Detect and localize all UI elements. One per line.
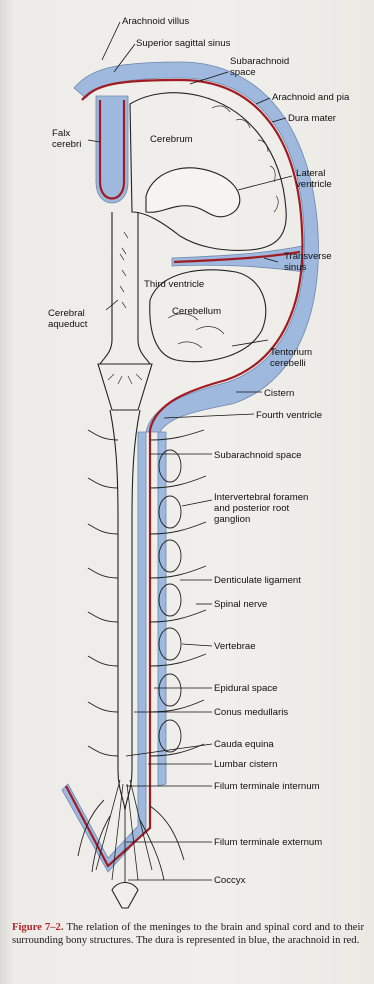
label-conus-medullaris: Conus medullaris — [214, 707, 288, 718]
label-lumbar-cistern: Lumbar cistern — [214, 759, 277, 770]
label-superior-sagittal-sinus: Superior sagittal sinus — [136, 38, 231, 49]
label-arachnoid-and-pia: Arachnoid and pia — [272, 92, 350, 103]
cord-left-edge — [110, 410, 125, 810]
meninges-diagram: Arachnoid villus Superior sagittal sinus… — [0, 0, 374, 915]
label-fourth-ventricle: Fourth ventricle — [256, 410, 322, 421]
label-vertebrae: Vertebrae — [214, 641, 256, 652]
label-dura-mater: Dura mater — [288, 113, 337, 124]
label-cerebellum: Cerebellum — [172, 306, 221, 317]
label-epidural-space: Epidural space — [214, 683, 277, 694]
label-filum-terminale-externum: Filum terminale externum — [214, 837, 322, 848]
label-coccyx: Coccyx — [214, 875, 246, 886]
figure-number: Figure 7–2. — [12, 922, 64, 933]
figure-caption: Figure 7–2. The relation of the meninges… — [12, 921, 364, 948]
brainstem-outline — [100, 212, 150, 364]
labels: Arachnoid villus Superior sagittal sinus… — [48, 16, 350, 886]
label-third-ventricle: Third ventricle — [144, 279, 204, 290]
caption-text: The relation of the meninges to the brai… — [12, 922, 364, 946]
fourth-ventricle-outline — [98, 364, 152, 410]
label-cauda-equina: Cauda equina — [214, 739, 274, 750]
label-spinal-nerve: Spinal nerve — [214, 599, 267, 610]
coccyx-shape — [112, 883, 138, 909]
spinal-dura — [62, 432, 146, 872]
label-arachnoid-villus: Arachnoid villus — [122, 16, 189, 27]
spinal-nerves-left — [78, 430, 118, 872]
label-subarachnoid-space: Subarachnoid space — [214, 450, 301, 461]
label-filum-terminale-internum: Filum terminale internum — [214, 781, 320, 792]
label-cerebrum: Cerebrum — [150, 134, 193, 145]
label-cistern: Cistern — [264, 388, 294, 399]
lateral-ventricle-shape — [146, 168, 240, 217]
label-denticulate-ligament: Denticulate ligament — [214, 575, 301, 586]
